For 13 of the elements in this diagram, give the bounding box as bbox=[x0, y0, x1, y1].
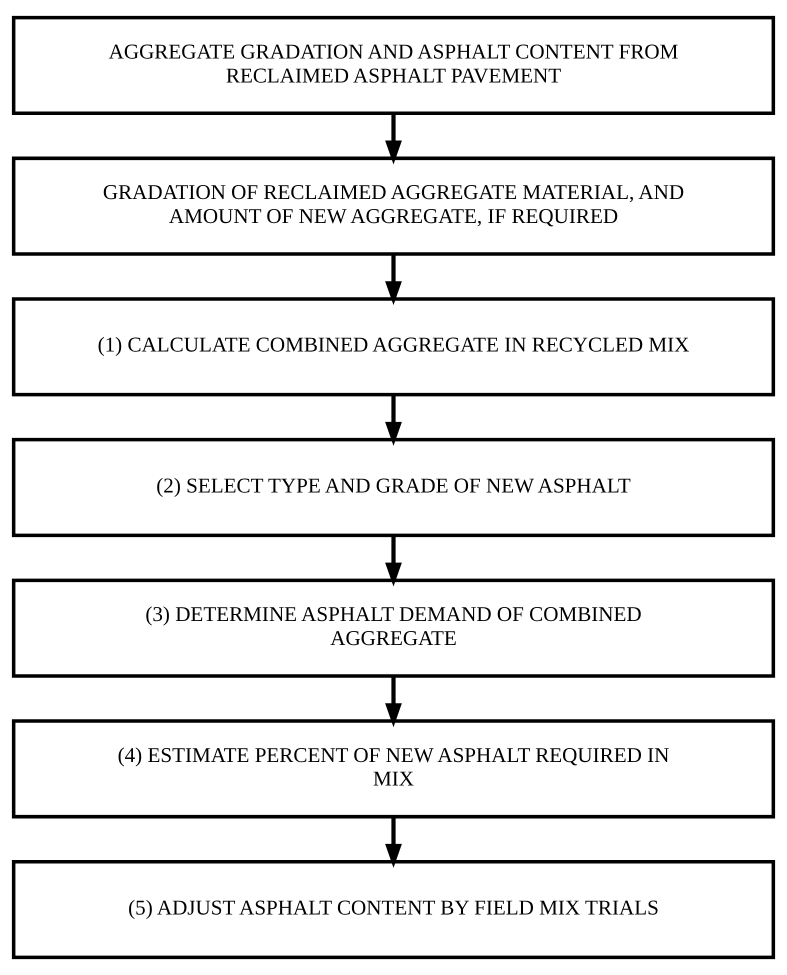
node-box: GRADATION OF RECLAIMED AGGREGATE MATERIAL, AND AMOUNT OF NEW AGGREGATE, IF REQUIRED bbox=[12, 156, 776, 256]
node-box: (4) ESTIMATE PERCENT OF NEW ASPHALT REQUIRED IN MIX bbox=[12, 719, 776, 818]
node-box: (3) DETERMINE ASPHALT DEMAND OF COMBINED AGGREGATE bbox=[12, 578, 776, 678]
node-box: (5) ADJUST ASPHALT CONTENT BY FIELD MIX TRIALS bbox=[12, 860, 776, 960]
arrow bbox=[385, 114, 402, 164]
arrow bbox=[385, 254, 402, 306]
arrow bbox=[385, 536, 402, 587]
arrow bbox=[385, 816, 402, 868]
node-box: (2) SELECT TYPE AND GRADE OF NEW ASPHALT bbox=[12, 438, 776, 538]
node-box: AGGREGATE GRADATION AND ASPHALT CONTENT FROM RECLAIMED ASPHALT PAVEMENT bbox=[12, 16, 776, 116]
node-box: (1) CALCULATE COMBINED AGGREGATE IN RECYCLED MIX bbox=[12, 297, 776, 396]
arrow bbox=[385, 676, 402, 728]
arrow bbox=[385, 394, 402, 446]
